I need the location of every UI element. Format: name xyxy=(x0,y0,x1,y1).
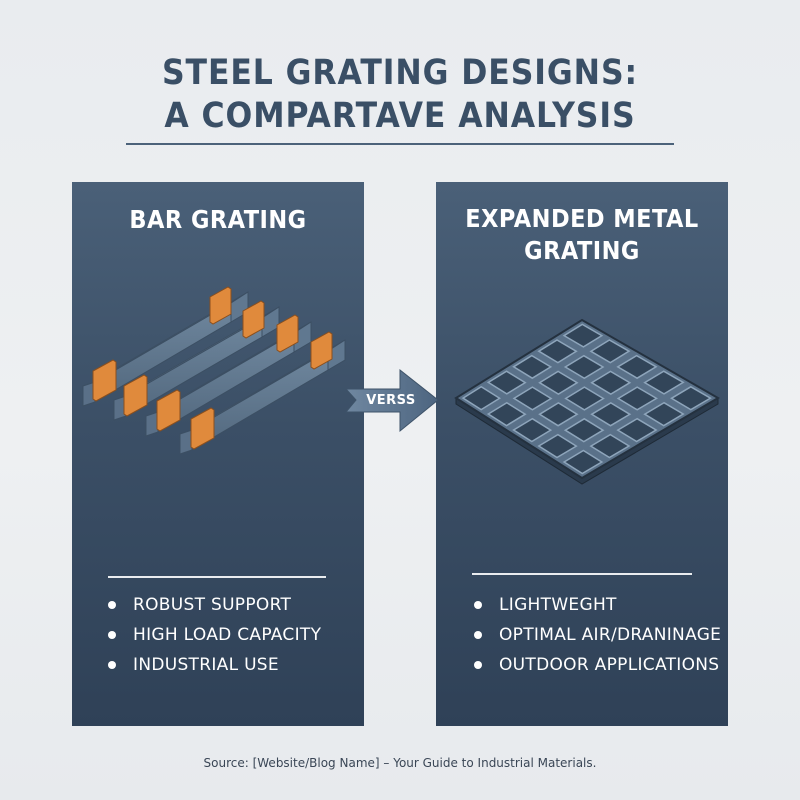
grid-cell xyxy=(590,370,632,395)
bar-grating-panel: BAR GRATING ROBUST SUPPORT HIGH LOAD CAP… xyxy=(72,182,364,726)
title-divider xyxy=(126,143,674,145)
expanded-metal-divider xyxy=(472,573,692,575)
grid-cell xyxy=(562,323,604,348)
bullet-icon xyxy=(108,661,116,669)
list-item: ROBUST SUPPORT xyxy=(108,590,321,620)
grid-cell xyxy=(461,385,502,411)
grid-cell xyxy=(616,354,658,380)
grid-cell xyxy=(616,386,658,411)
bar-clip xyxy=(209,286,333,370)
bar-grating-title: BAR GRATING xyxy=(129,205,307,234)
list-item: INDUSTRIAL USE xyxy=(108,650,321,680)
grid-cell xyxy=(616,417,658,443)
grid-cell xyxy=(589,433,631,459)
page-title-line-2: A COMPARTAVE ANALYSIS xyxy=(164,96,636,136)
grid-cell xyxy=(563,417,605,443)
grid-cell xyxy=(537,339,578,364)
versus-arrow-icon xyxy=(344,368,439,433)
source-caption: Source: [Website/Blog Name] – Your Guide… xyxy=(203,756,597,770)
bullet-icon xyxy=(474,661,482,669)
expanded-metal-title-line-2: GRATING xyxy=(524,236,640,265)
grid-cell xyxy=(590,402,632,427)
bullet-icon xyxy=(108,631,116,639)
bullet-icon xyxy=(474,631,482,639)
grid-cell xyxy=(512,354,553,380)
list-item: LIGHTWEGHT xyxy=(474,590,721,620)
grid-cell xyxy=(486,370,527,395)
list-item: OUTDOOR APPLICATIONS xyxy=(474,650,721,680)
versus-label: VERSS xyxy=(366,393,416,408)
grid-cell xyxy=(538,370,579,395)
grid-cell xyxy=(564,386,605,411)
bullet-icon xyxy=(474,601,482,609)
grid-cell xyxy=(538,402,579,427)
grid-cell xyxy=(512,417,553,443)
grid-cell xyxy=(537,433,578,459)
bar-grating-divider xyxy=(108,576,326,578)
grid-cell xyxy=(486,401,527,427)
grid-cell xyxy=(670,385,712,411)
bullet-icon xyxy=(108,601,116,609)
page-title-line-1: STEEL GRATING DESIGNS: xyxy=(161,53,639,93)
expanded-metal-grid-illustration xyxy=(454,318,720,485)
expanded-metal-features: LIGHTWEGHT OPTIMAL AIR/DRANINAGE OUTDOOR… xyxy=(474,590,721,680)
list-item: HIGH LOAD CAPACITY xyxy=(108,620,321,650)
grid-cell xyxy=(563,354,605,380)
bar-grating-illustration xyxy=(82,286,346,455)
grid-cell xyxy=(643,370,685,395)
grid-cell xyxy=(562,449,604,475)
list-item: OPTIMAL AIR/DRANINAGE xyxy=(474,620,721,650)
expanded-metal-title-line-1: EXPANDED METAL xyxy=(465,204,699,233)
grid-cell xyxy=(589,339,631,364)
grid-cell xyxy=(643,401,685,427)
grid-cell xyxy=(512,386,553,411)
bar-clip xyxy=(92,359,215,450)
steel-bar xyxy=(145,321,312,437)
bar-grating-features: ROBUST SUPPORT HIGH LOAD CAPACITY INDUST… xyxy=(108,590,321,680)
